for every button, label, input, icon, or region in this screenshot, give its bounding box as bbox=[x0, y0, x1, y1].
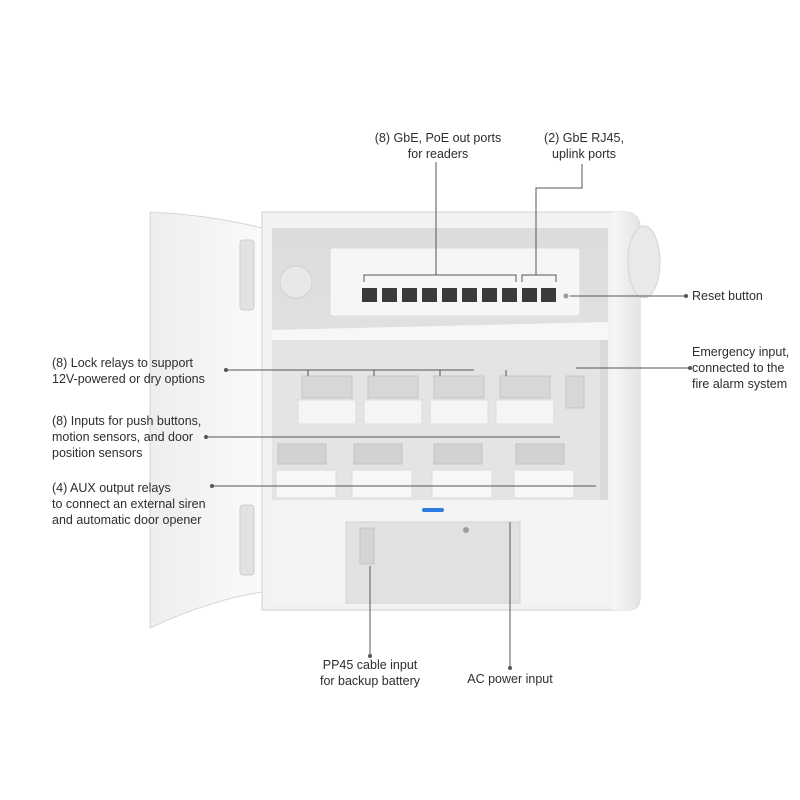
uplink-ports bbox=[522, 288, 556, 302]
ac-inlet bbox=[463, 527, 469, 533]
emergency-input-block bbox=[565, 375, 585, 409]
callout-push-inputs: (8) Inputs for push buttons, motion sens… bbox=[52, 414, 202, 460]
pp45-connector bbox=[359, 527, 375, 565]
callout-gbe-poe-ports: (8) GbE, PoE out ports for readers bbox=[374, 131, 502, 161]
poe-ports bbox=[362, 288, 517, 302]
callout-emergency-input: Emergency input, connected to the fire a… bbox=[692, 345, 790, 391]
lock-relay-blocks bbox=[297, 375, 555, 425]
lower-compartment bbox=[272, 500, 608, 604]
reset-button bbox=[563, 293, 569, 299]
leader-lines bbox=[206, 162, 690, 668]
callout-lock-relays: (8) Lock relays to support 12V-powered o… bbox=[52, 356, 205, 386]
input-blocks bbox=[277, 443, 565, 465]
callout-ac-power: AC power input bbox=[467, 672, 553, 686]
leader-dots bbox=[204, 294, 692, 670]
port-panel bbox=[329, 247, 581, 317]
callout-uplink-ports: (2) GbE RJ45, uplink ports bbox=[544, 131, 624, 161]
callout-aux-relays: (4) AUX output relays to connect an exte… bbox=[52, 481, 206, 527]
aux-relay-blocks bbox=[275, 469, 575, 499]
callout-reset-button: Reset button bbox=[692, 289, 763, 303]
callout-pp45-input: PP45 cable input for backup battery bbox=[319, 658, 421, 688]
status-led bbox=[422, 508, 444, 512]
